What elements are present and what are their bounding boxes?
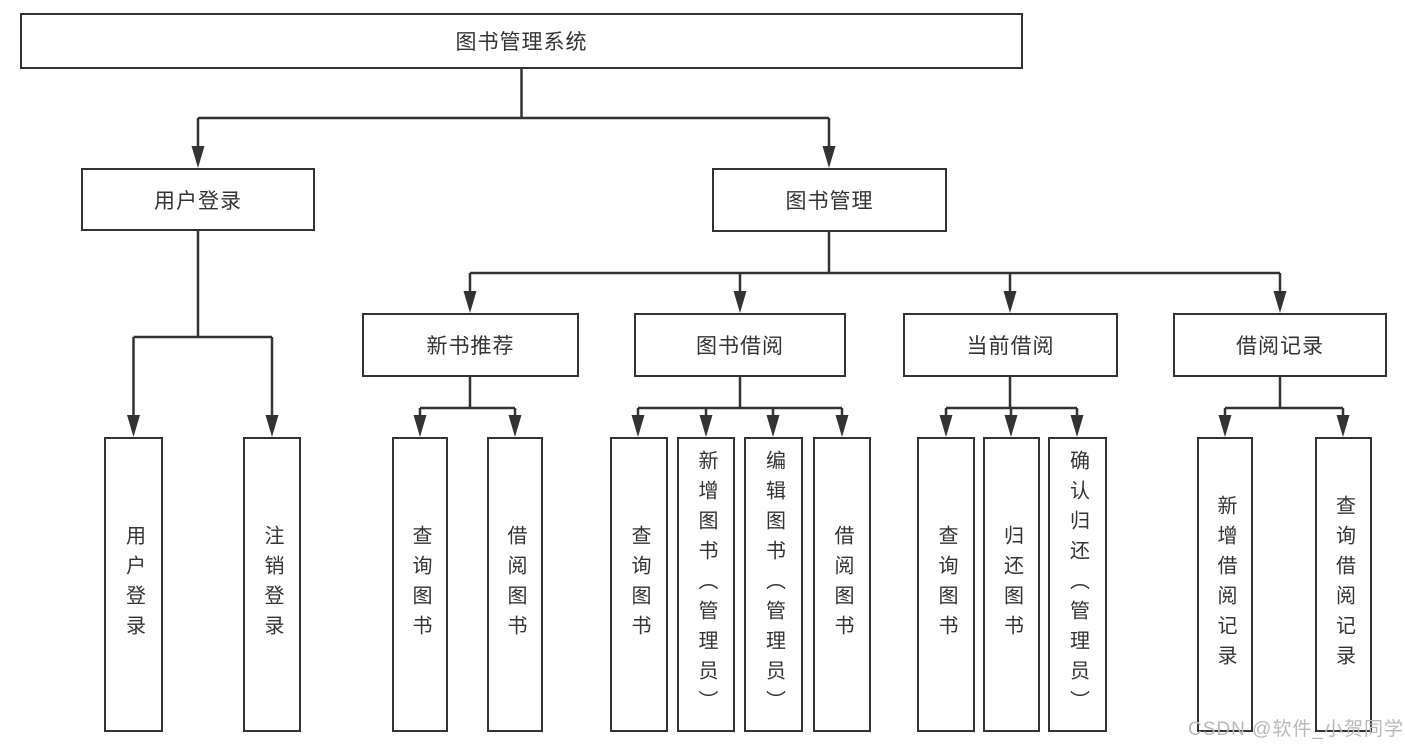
leaf-add-book-admin-label: 新增图书（管理员）: [695, 449, 717, 720]
leaf-return-book: 归还图书: [983, 437, 1040, 732]
leaf-borrow-books-recommend-label: 借阅图书: [504, 524, 526, 645]
leaf-borrow-books-recommend: 借阅图书: [487, 437, 543, 732]
leaf-logout: 注销登录: [243, 437, 301, 732]
leaf-confirm-return-admin: 确认归还（管理员）: [1048, 437, 1107, 732]
leaf-query-borrow-record: 查询借阅记录: [1315, 437, 1372, 732]
node-book-management-label: 图书管理: [785, 190, 874, 213]
leaf-query-books-current: 查询图书: [917, 437, 975, 732]
leaf-add-borrow-record-label: 新增借阅记录: [1214, 494, 1236, 675]
leaf-query-books-borrow-label: 查询图书: [628, 524, 650, 645]
leaf-query-books-recommend-label: 查询图书: [409, 524, 431, 645]
node-book-borrow-label: 图书借阅: [696, 335, 784, 358]
node-borrow-records-label: 借阅记录: [1236, 335, 1324, 358]
node-new-book-recommend-label: 新书推荐: [426, 335, 515, 358]
leaf-user-login: 用户登录: [104, 437, 163, 732]
watermark-text: CSDN @软件_小贺同学: [1188, 719, 1404, 740]
leaf-confirm-return-admin-label: 确认归还（管理员）: [1066, 449, 1089, 720]
leaf-query-books-current-label: 查询图书: [935, 524, 957, 645]
leaf-add-book-admin: 新增图书（管理员）: [677, 437, 735, 732]
leaf-query-books-borrow: 查询图书: [610, 437, 668, 732]
node-current-borrow-label: 当前借阅: [966, 335, 1055, 358]
node-library-system-label: 图书管理系统: [455, 31, 588, 54]
leaf-return-book-label: 归还图书: [1000, 524, 1023, 645]
leaf-add-borrow-record: 新增借阅记录: [1197, 437, 1253, 732]
node-book-management: 图书管理: [712, 168, 947, 232]
node-book-borrow: 图书借阅: [634, 313, 846, 377]
leaf-borrow-books-borrow-label: 借阅图书: [831, 524, 853, 645]
leaf-borrow-books-borrow: 借阅图书: [813, 437, 871, 732]
leaf-user-login-label: 用户登录: [122, 524, 145, 645]
leaf-edit-book-admin-label: 编辑图书（管理员）: [762, 449, 785, 720]
node-user-login-label: 用户登录: [154, 189, 242, 213]
node-borrow-records: 借阅记录: [1173, 313, 1387, 377]
leaf-query-borrow-record-label: 查询借阅记录: [1332, 494, 1355, 675]
leaf-query-books-recommend: 查询图书: [392, 437, 448, 732]
node-current-borrow: 当前借阅: [903, 313, 1118, 377]
node-library-system: 图书管理系统: [20, 13, 1023, 69]
node-user-login: 用户登录: [81, 168, 315, 231]
leaf-logout-label: 注销登录: [261, 524, 283, 645]
node-new-book-recommend: 新书推荐: [362, 313, 579, 377]
leaf-edit-book-admin: 编辑图书（管理员）: [744, 437, 803, 732]
